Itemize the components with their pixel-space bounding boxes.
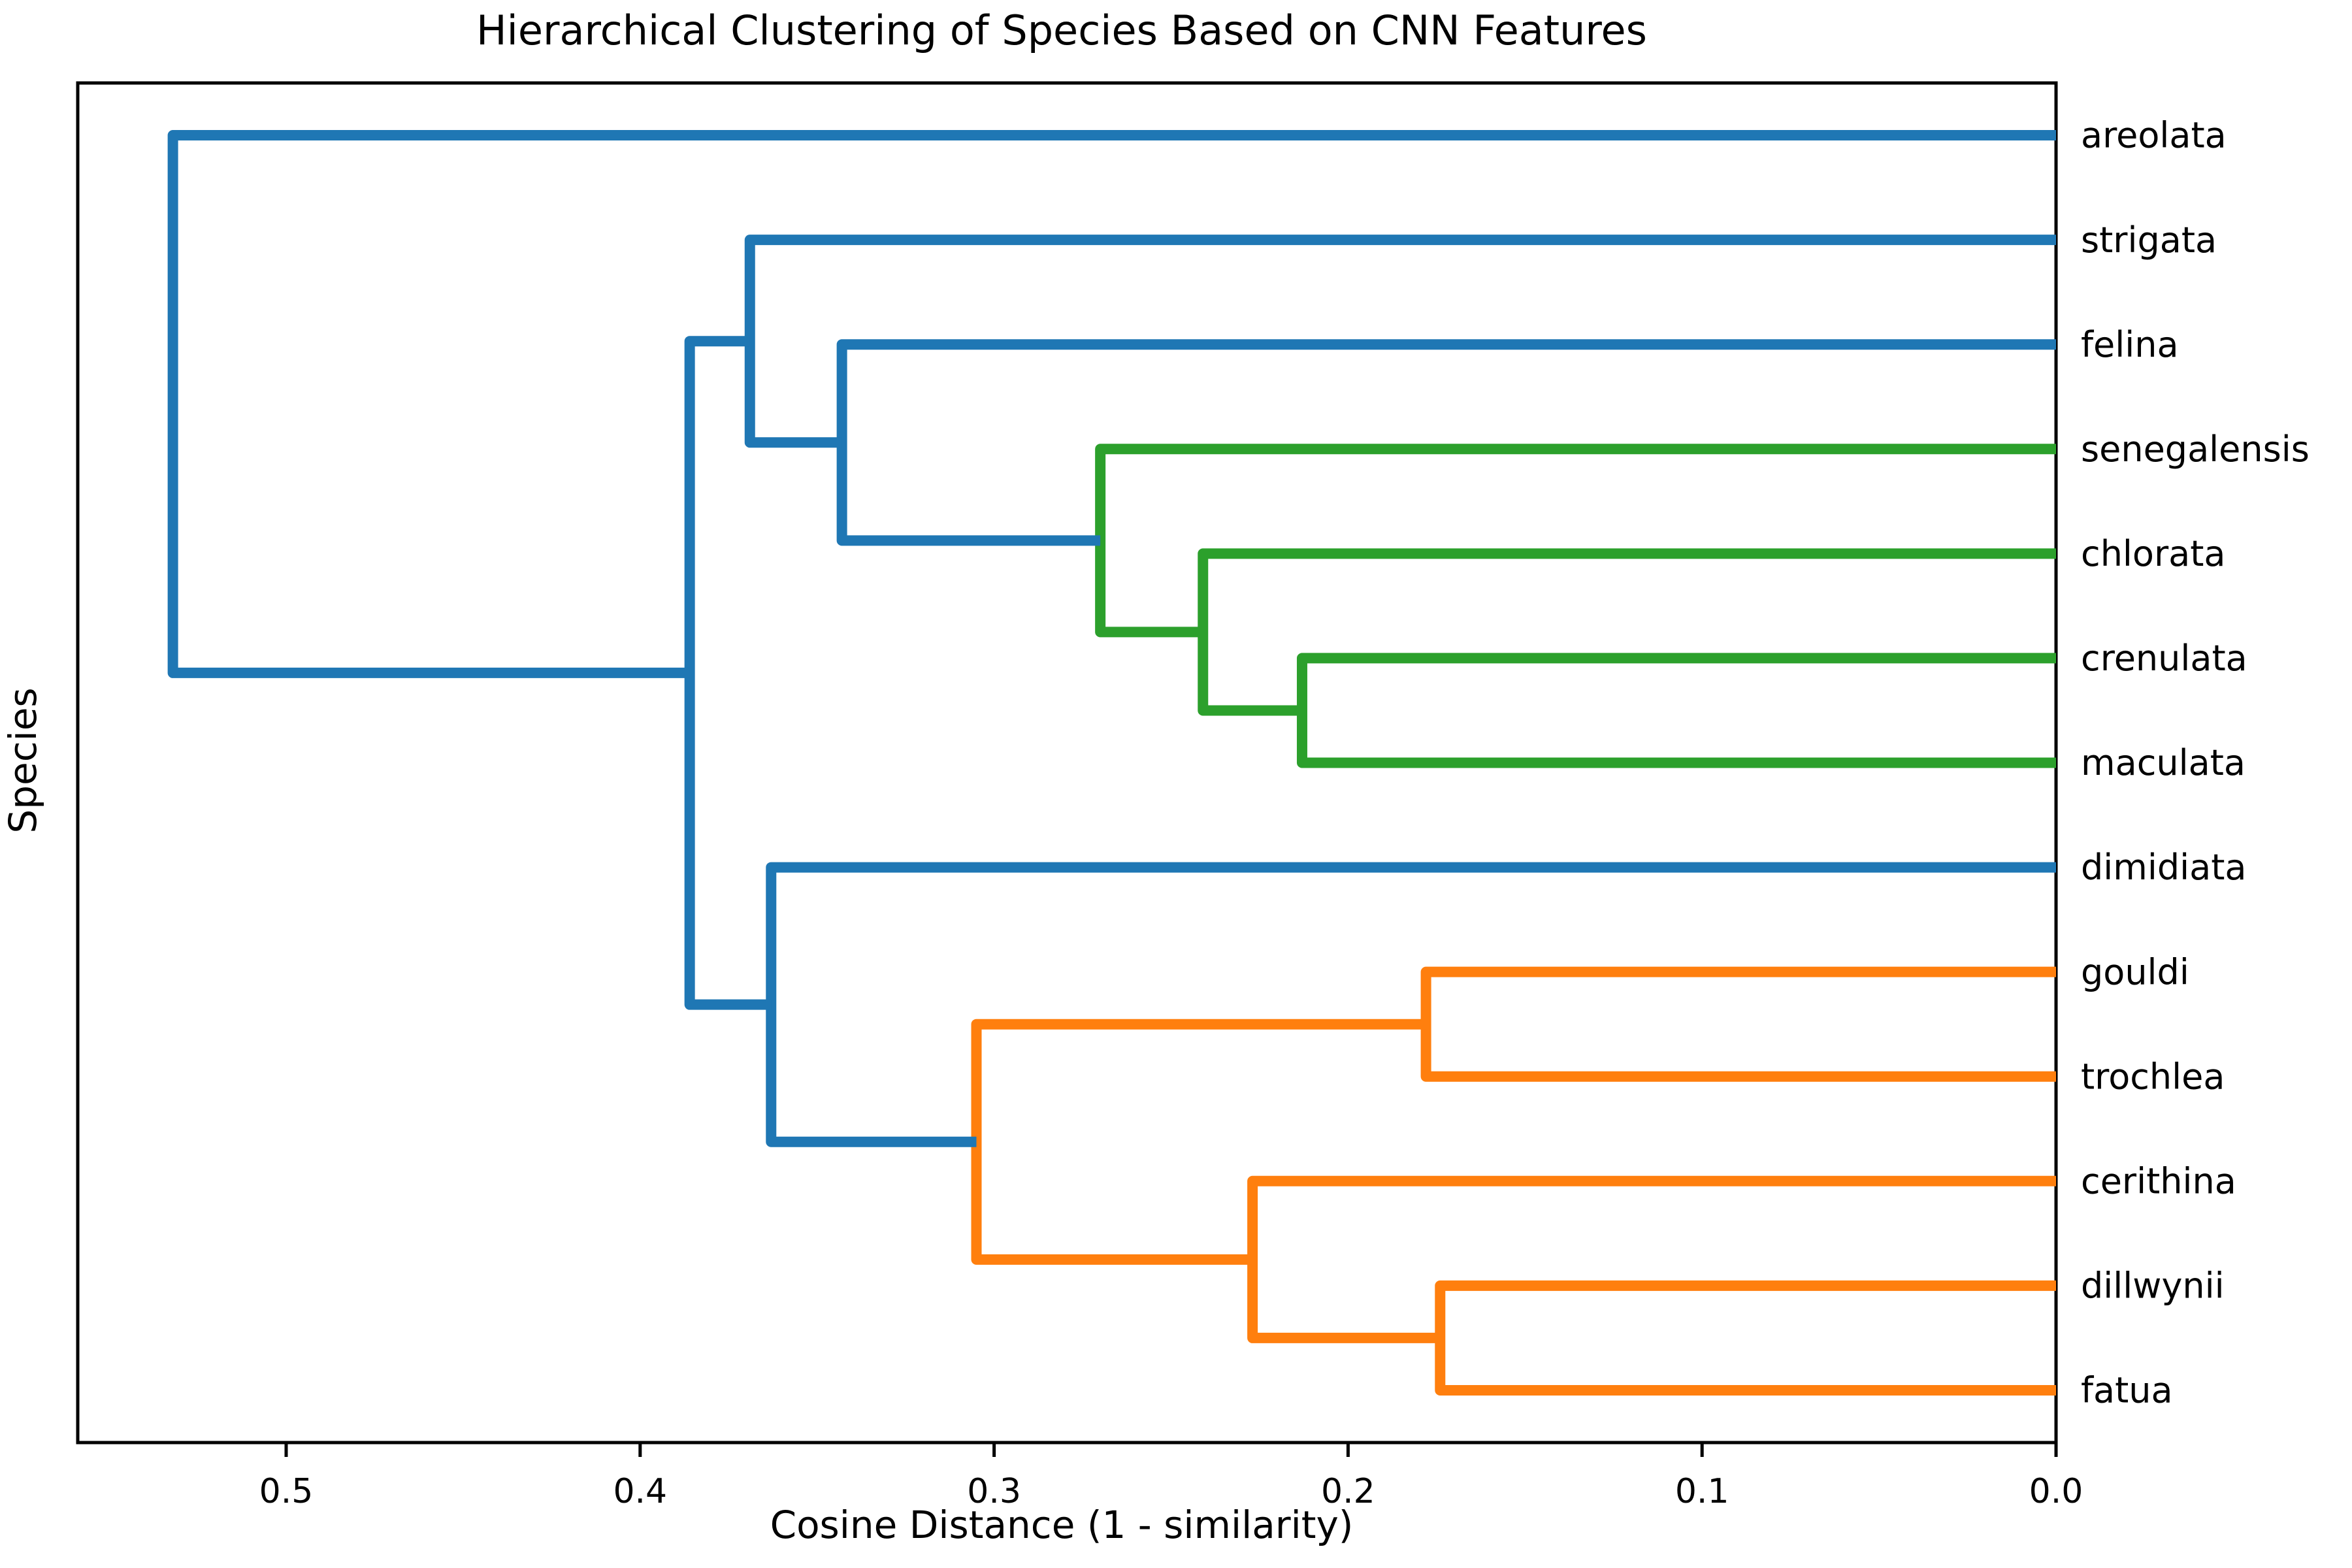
leaf-label-fatua: fatua xyxy=(2081,1370,2173,1411)
dendrogram-link xyxy=(1420,966,2056,1082)
x-tick-label: 0.0 xyxy=(2029,1472,2083,1511)
leaf-label-dillwynii: dillwynii xyxy=(2081,1266,2225,1307)
x-tick-label: 0.1 xyxy=(1675,1472,1729,1511)
leaf-label-chlorata: chlorata xyxy=(2081,533,2226,574)
x-tick-label: 0.2 xyxy=(1321,1472,1375,1511)
x-axis-label: Cosine Distance (1 - similarity) xyxy=(770,1503,1354,1547)
leaf-labels: areolata strigata felina senegalensis chlora… xyxy=(2081,115,2310,1411)
dendrogram-link xyxy=(836,339,2056,546)
dendrogram-link xyxy=(766,862,2056,1147)
dendrogram-link xyxy=(744,235,2056,448)
leaf-label-felina: felina xyxy=(2081,324,2179,365)
leaf-label-dimidiata: dimidiata xyxy=(2081,847,2247,888)
x-tick-label: 0.3 xyxy=(967,1472,1021,1511)
y-axis-label: Species xyxy=(1,687,45,834)
dendrogram-link xyxy=(1435,1280,2056,1396)
leaf-label-trochlea: trochlea xyxy=(2081,1056,2225,1097)
leaf-label-areolata: areolata xyxy=(2081,115,2227,156)
leaf-label-gouldi: gouldi xyxy=(2081,951,2189,992)
x-tick-label: 0.4 xyxy=(613,1472,667,1511)
dendrogram-link xyxy=(1296,653,2056,768)
leaf-label-crenulata: crenulata xyxy=(2081,638,2247,679)
dendrogram-link xyxy=(167,130,2056,678)
leaf-label-cerithina: cerithina xyxy=(2081,1160,2236,1201)
chart-title: Hierarchical Clustering of Species Based… xyxy=(476,7,1647,54)
dendrogram-links xyxy=(167,130,2056,1396)
x-axis-ticks: 0.5 0.4 0.3 0.2 0.1 0.0 xyxy=(259,1443,2083,1511)
leaf-label-senegalensis: senegalensis xyxy=(2081,429,2310,470)
leaf-label-maculata: maculata xyxy=(2081,742,2246,783)
leaf-label-strigata: strigata xyxy=(2081,220,2217,261)
x-tick-label: 0.5 xyxy=(259,1472,314,1511)
